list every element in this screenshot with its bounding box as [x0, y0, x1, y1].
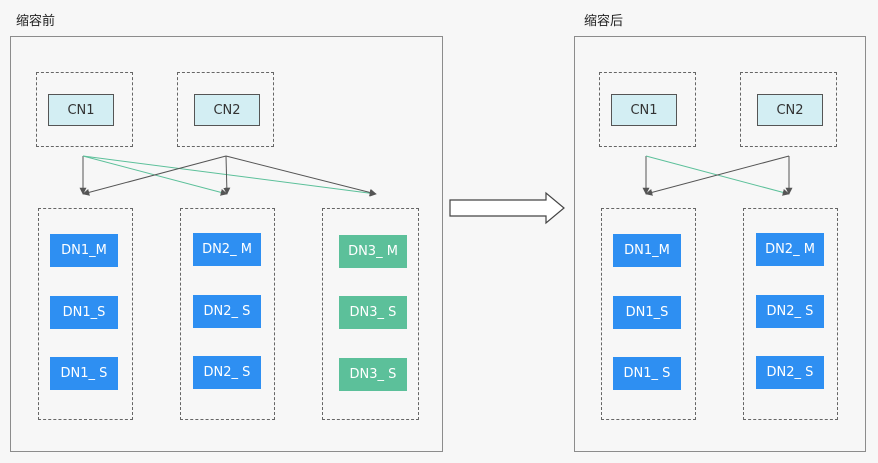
before-dn1-standby-2: DN1_ S	[50, 357, 118, 390]
before-dn-group-2	[180, 208, 275, 420]
after-dn-group-1	[601, 208, 696, 420]
after-cn1-group	[599, 72, 696, 147]
after-dn2-standby-1: DN2_ S	[756, 295, 824, 328]
after-cn2-node: CN2	[757, 94, 823, 126]
before-cn1-node: CN1	[48, 94, 114, 126]
after-cn-dn-lines	[642, 155, 793, 196]
before-cn2-node: CN2	[194, 94, 260, 126]
before-dn3-standby-1: DN3_ S	[339, 296, 407, 329]
before-dn-group-1	[38, 208, 133, 420]
before-dn-group-3	[322, 208, 419, 420]
before-dn1-master: DN1_M	[50, 234, 118, 267]
after-dn1-standby-2: DN1_ S	[613, 357, 681, 390]
after-cn2-group	[740, 72, 837, 147]
before-dn2-standby-1: DN2_ S	[193, 295, 261, 328]
after-title: 缩容后	[584, 14, 624, 29]
after-dn1-master: DN1_M	[613, 234, 681, 267]
after-dn2-master: DN2_ M	[756, 233, 824, 266]
before-cn2-group	[177, 72, 274, 147]
after-dn2-standby-2: DN2_ S	[756, 356, 824, 389]
after-dn-group-2	[743, 208, 838, 420]
before-cn-dn-lines	[79, 155, 377, 197]
before-dn3-standby-2: DN3_ S	[339, 358, 407, 391]
after-cn1-node: CN1	[611, 94, 677, 126]
right-arrow-icon	[449, 191, 565, 225]
before-dn3-master: DN3_ M	[339, 235, 407, 268]
before-dn2-standby-2: DN2_ S	[193, 356, 261, 389]
before-dn2-master: DN2_ M	[193, 233, 261, 266]
before-dn1-standby-1: DN1_S	[50, 296, 118, 329]
before-cn1-group	[36, 72, 133, 147]
after-dn1-standby-1: DN1_S	[613, 296, 681, 329]
before-title: 缩容前	[16, 14, 56, 29]
